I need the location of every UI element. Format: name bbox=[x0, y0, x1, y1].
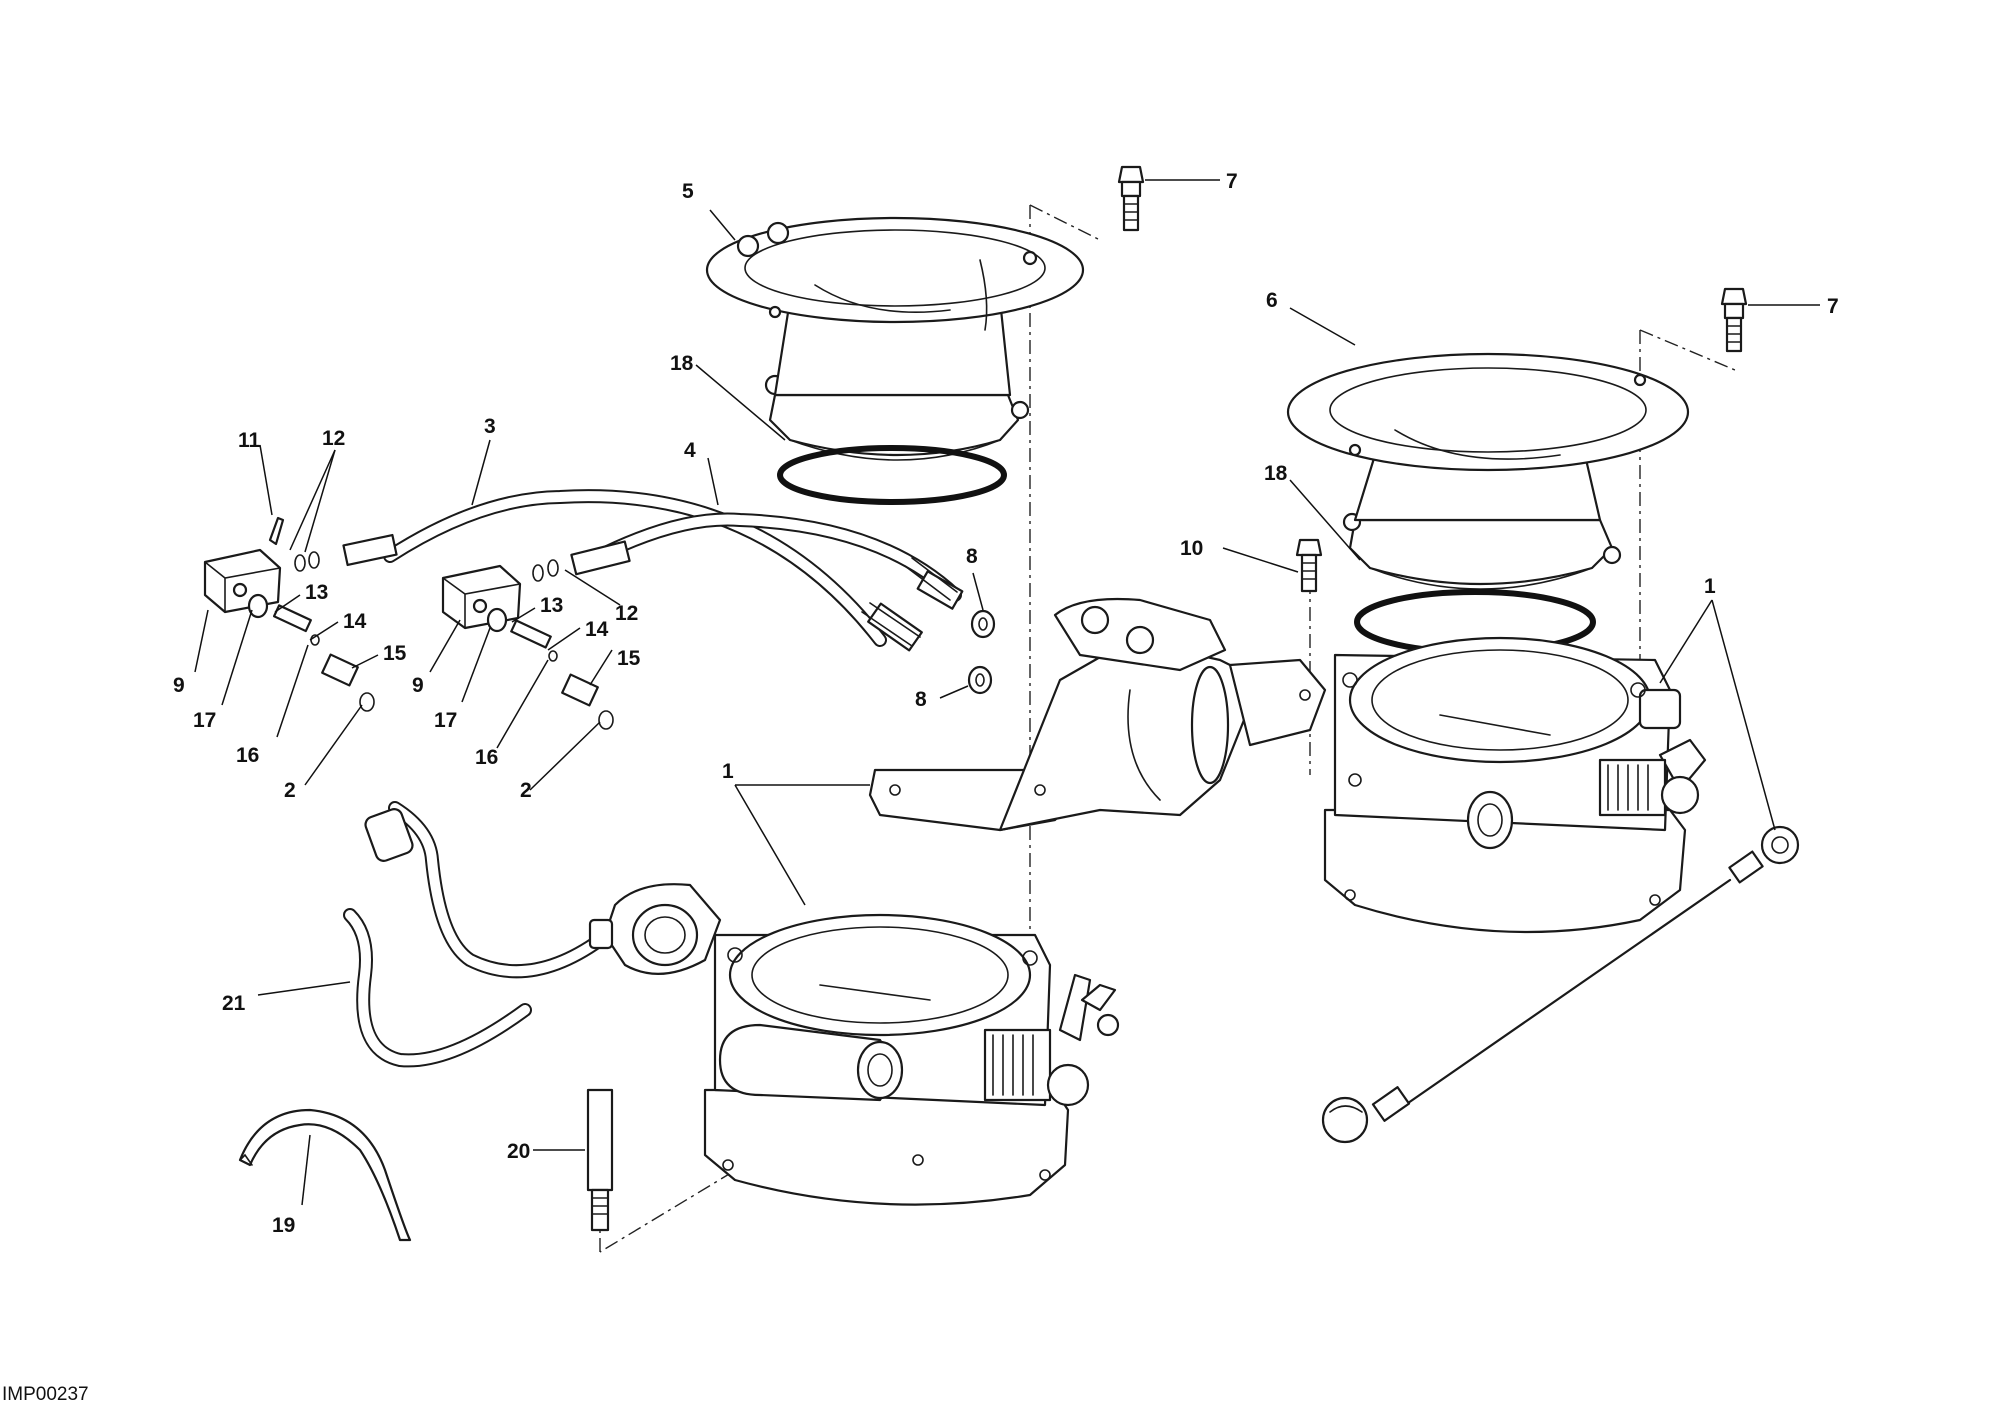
callout-17-left: 17 bbox=[193, 709, 216, 732]
drawing-code: IMP00237 bbox=[2, 1384, 89, 1405]
spacer-pin-20 bbox=[586, 1088, 614, 1232]
fuel-hoses bbox=[342, 489, 964, 652]
callout-18-right: 18 bbox=[1264, 462, 1288, 485]
vacuum-hose-21 bbox=[343, 908, 532, 1068]
air-funnel-left bbox=[705, 216, 1085, 461]
callout-12-right: 12 bbox=[615, 602, 638, 625]
callout-1-left: 1 bbox=[722, 760, 734, 783]
screw-10 bbox=[1295, 538, 1323, 593]
leader-lines bbox=[194, 179, 1820, 1206]
callout-13-left: 13 bbox=[305, 581, 328, 604]
callout-7-top-left: 7 bbox=[1226, 170, 1238, 193]
screw-top-left bbox=[1117, 165, 1145, 232]
callout-8-lower: 8 bbox=[915, 688, 927, 711]
callout-2-left: 2 bbox=[284, 779, 296, 802]
callout-14-right: 14 bbox=[585, 618, 609, 641]
washer-lower bbox=[967, 665, 993, 695]
callout-17-right: 17 bbox=[434, 709, 457, 732]
callout-18-left: 18 bbox=[670, 352, 694, 375]
callout-labels: 1 1 2 2 3 4 5 6 7 7 8 8 9 9 10 11 12 12 … bbox=[173, 170, 1839, 1237]
callout-10: 10 bbox=[1180, 537, 1203, 560]
callout-8-upper: 8 bbox=[966, 545, 978, 568]
air-funnel-right bbox=[1286, 352, 1690, 590]
callout-16-left: 16 bbox=[236, 744, 259, 767]
callout-16-right: 16 bbox=[475, 746, 498, 769]
hose-clip-19 bbox=[238, 1108, 412, 1242]
callout-15-left: 15 bbox=[383, 642, 407, 665]
fitting-assembly-left bbox=[203, 516, 375, 712]
callout-6: 6 bbox=[1266, 289, 1278, 312]
callout-13-right: 13 bbox=[540, 594, 563, 617]
washer-upper bbox=[970, 609, 996, 639]
fitting-assembly-right bbox=[441, 559, 614, 730]
callout-19: 19 bbox=[272, 1214, 295, 1237]
callout-3: 3 bbox=[484, 415, 496, 438]
callout-2-right: 2 bbox=[520, 779, 532, 802]
o-ring-left bbox=[777, 445, 1007, 505]
callout-1-right: 1 bbox=[1704, 575, 1716, 598]
callout-9-left: 9 bbox=[173, 674, 185, 697]
callout-4: 4 bbox=[684, 439, 696, 462]
sensor-with-hose bbox=[364, 801, 722, 979]
callout-15-right: 15 bbox=[617, 647, 641, 670]
callout-12-left: 12 bbox=[322, 427, 345, 450]
callout-7-top-right: 7 bbox=[1827, 295, 1839, 318]
linkage-rod bbox=[1321, 825, 1800, 1144]
callout-11: 11 bbox=[238, 429, 261, 452]
callout-21: 21 bbox=[222, 992, 246, 1015]
callout-5: 5 bbox=[682, 180, 694, 203]
throttle-body-right bbox=[1323, 636, 1707, 934]
intake-manifold bbox=[868, 597, 1327, 832]
callout-14-left: 14 bbox=[343, 610, 367, 633]
callout-9-right: 9 bbox=[412, 674, 424, 697]
screw-top-right bbox=[1720, 287, 1748, 353]
callout-20: 20 bbox=[507, 1140, 530, 1163]
throttle-body-left bbox=[703, 913, 1120, 1206]
